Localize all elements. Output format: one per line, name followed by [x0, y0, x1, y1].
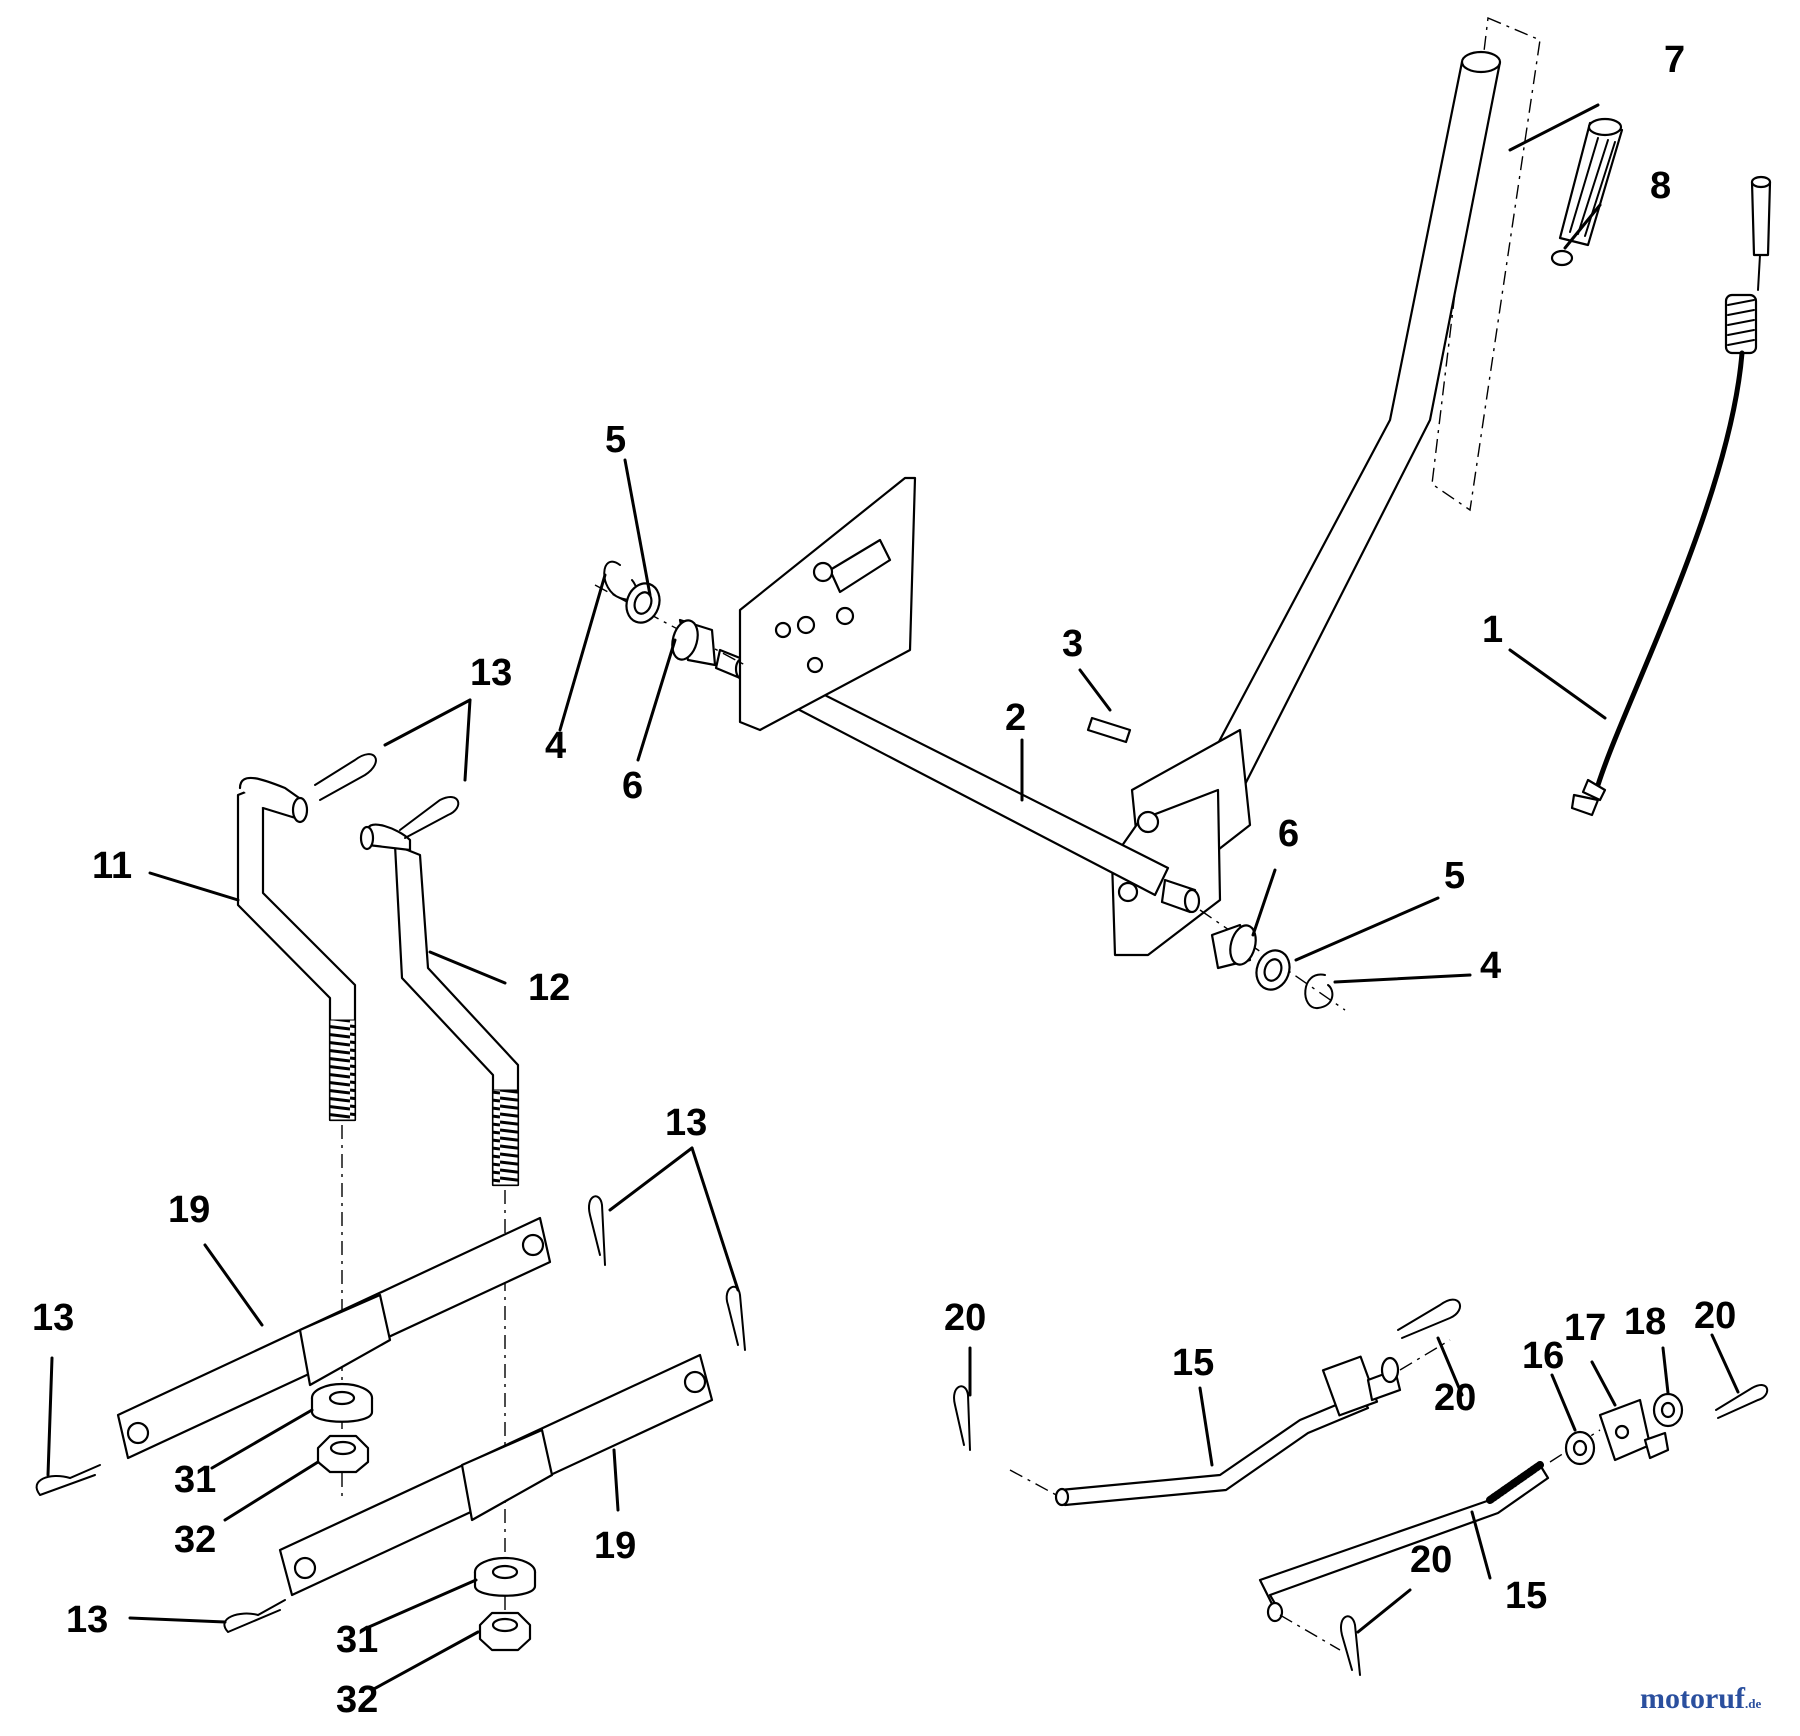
callout-31-lower: 31 — [336, 1619, 378, 1661]
watermark-suffix: .de — [1744, 1696, 1762, 1711]
handle-grip — [1558, 117, 1624, 247]
callout-2: 2 — [1005, 697, 1026, 739]
lift-link-upper — [116, 1216, 552, 1460]
callout-13-upper: 13 — [470, 652, 512, 694]
retaining-clip-right — [1304, 973, 1334, 1009]
nut-18 — [1652, 1392, 1684, 1428]
washer-right — [1255, 949, 1291, 991]
leader-lines — [46, 103, 1740, 1692]
callout-13-left: 13 — [32, 1297, 74, 1339]
hairpin-clip-13-bottom — [223, 1599, 286, 1633]
nut-32b — [478, 1611, 532, 1652]
hairpin-clip-20-bottom — [1340, 1615, 1361, 1676]
hairpin-clip-20-upper — [1397, 1298, 1461, 1339]
lift-rod-12 — [359, 823, 520, 1187]
callout-15-lower: 15 — [1505, 1575, 1547, 1617]
jam-nut-16 — [1564, 1430, 1596, 1466]
bushing-left — [671, 618, 717, 667]
washer-left — [625, 582, 661, 624]
adjusting-rod-15-upper — [1054, 1355, 1402, 1507]
bushing-right — [1210, 923, 1257, 970]
callout-32-lower: 32 — [336, 1679, 378, 1721]
lever-assembly — [714, 50, 1502, 957]
callout-20-left: 20 — [944, 1297, 986, 1339]
callout-6-right: 6 — [1278, 813, 1299, 855]
callout-17: 17 — [1564, 1307, 1606, 1349]
callout-13-mid: 13 — [665, 1102, 707, 1144]
grommet-31b — [473, 1556, 537, 1597]
callout-labels: 7 8 1 3 2 5 4 6 6 5 4 13 11 12 13 19 13 … — [32, 39, 1736, 1721]
grip-nut — [1550, 249, 1574, 267]
callout-5-left: 5 — [605, 419, 626, 461]
callout-19-upper: 19 — [168, 1189, 210, 1231]
hairpin-clip-20-left — [953, 1385, 971, 1451]
callout-5-right: 5 — [1444, 855, 1465, 897]
axis-rod-15a — [1009, 1469, 1061, 1498]
callout-1: 1 — [1482, 609, 1503, 651]
lift-rod-11 — [236, 776, 357, 1122]
hairpin-clip-13-upper-a — [314, 753, 377, 801]
watermark-brand: motoruf — [1640, 1682, 1745, 1715]
callout-32-upper: 32 — [174, 1519, 216, 1561]
hairpin-clip-13-mid-a — [588, 1195, 606, 1266]
callout-12: 12 — [528, 967, 570, 1009]
hairpin-clip-13-mid-b — [725, 1285, 746, 1351]
nut-32a — [316, 1434, 370, 1474]
hairpin-clip-20-right — [1715, 1384, 1768, 1419]
adjusting-rod-15-lower — [1258, 1461, 1550, 1623]
hairpin-clip-13-upper-b — [399, 796, 460, 839]
hairpin-clip-13-left — [35, 1464, 101, 1496]
callout-6-left: 6 — [622, 765, 643, 807]
callout-15-upper: 15 — [1172, 1342, 1214, 1384]
callout-8: 8 — [1650, 165, 1671, 207]
callout-13-bottom: 13 — [66, 1599, 108, 1641]
callout-4-right: 4 — [1480, 945, 1501, 987]
callout-3: 3 — [1062, 623, 1083, 665]
grommet-31a — [310, 1382, 374, 1423]
callout-20-upper: 20 — [1434, 1377, 1476, 1419]
lift-link-lower — [278, 1353, 714, 1597]
callout-4-left: 4 — [545, 725, 566, 767]
callout-20-right: 20 — [1694, 1295, 1736, 1337]
callout-31-upper: 31 — [174, 1459, 216, 1501]
axis-rod-15c — [1279, 1614, 1341, 1651]
roll-pin — [1086, 716, 1132, 744]
callout-19-lower: 19 — [594, 1525, 636, 1567]
trunnion-17 — [1598, 1398, 1670, 1462]
control-cable — [1570, 175, 1772, 817]
callout-20-bottom: 20 — [1410, 1539, 1452, 1581]
watermark-logo: motoruf.de — [1640, 1682, 1761, 1716]
callout-18: 18 — [1624, 1301, 1666, 1343]
axis-rod-15b — [1399, 1339, 1451, 1371]
callout-11: 11 — [92, 845, 132, 887]
mounting-plate — [738, 476, 917, 732]
phantom-outline — [1431, 16, 1541, 512]
callout-16: 16 — [1522, 1335, 1564, 1377]
callout-7: 7 — [1664, 39, 1685, 81]
